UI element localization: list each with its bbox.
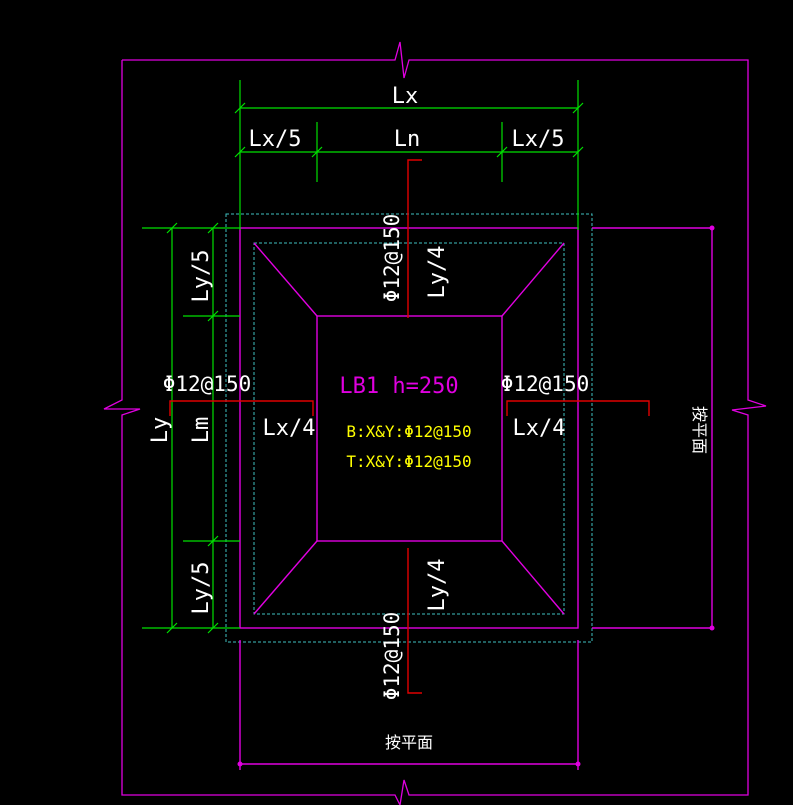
rebar-top-len: Ly/4 — [425, 246, 450, 299]
outer-boundary — [103, 41, 767, 805]
rebar-left-spec: Φ12@150 — [163, 372, 252, 396]
rebar-bottom-len: Ly/4 — [425, 559, 450, 612]
dim-lm: Lm — [189, 417, 214, 444]
dim-lx5-right: Lx/5 — [512, 127, 565, 152]
dashed-slab-outline — [225, 213, 593, 643]
rebar-left-len: Lx/4 — [263, 416, 316, 441]
dim-lx5-left: Lx/5 — [249, 127, 302, 152]
rebar-right-spec: Φ12@150 — [501, 372, 590, 396]
dim-ly5-top: Ly/5 — [189, 250, 214, 303]
slab-name: LB1 h=250 — [339, 374, 458, 399]
dimension-ticks-magenta — [237, 225, 715, 767]
dim-ly: Ly — [148, 417, 173, 444]
plan-note-bottom: 按平面 — [385, 733, 433, 752]
slab-bottom-reinf: B:X&Y:Φ12@150 — [346, 422, 471, 441]
dim-lx: Lx — [392, 84, 419, 109]
rebar-lines — [169, 159, 650, 694]
beam-outline — [239, 227, 713, 770]
dimension-lines — [142, 80, 584, 634]
rebar-bottom-spec: Φ12@150 — [380, 612, 404, 701]
rebar-right-len: Lx/4 — [513, 416, 566, 441]
slab-top-reinf: T:X&Y:Φ12@150 — [346, 452, 471, 471]
dashed-inner-outline — [253, 242, 565, 615]
dim-ln: Ln — [394, 127, 421, 152]
plan-note-right: 按平面 — [690, 406, 709, 454]
dim-ly5-bottom: Ly/5 — [189, 562, 214, 615]
rebar-top-spec: Φ12@150 — [380, 214, 404, 303]
